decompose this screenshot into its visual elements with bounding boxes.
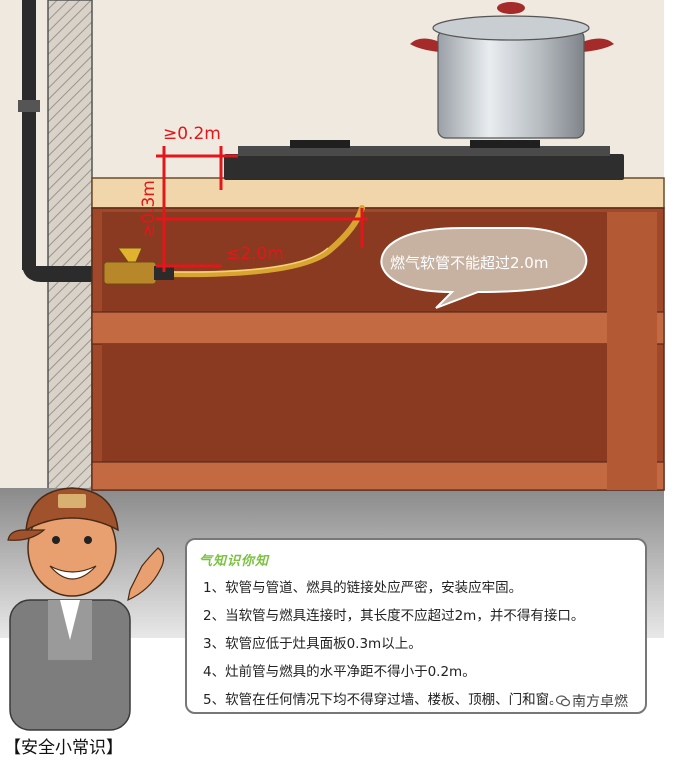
- cabinet-bottom-shelf: [91, 461, 665, 491]
- valve-body: [103, 261, 157, 285]
- pot-lid: [432, 15, 590, 41]
- stove-top: [238, 146, 610, 156]
- tip-item: 1、软管与管道、燃具的链接处应严密，安装应牢固。: [203, 580, 523, 596]
- worker-character: [7, 487, 165, 731]
- tip-item: 2、当软管与燃具连接时，其长度不应超过2m，并不得有接口。: [203, 608, 585, 624]
- cabinet-side-panel: [607, 212, 657, 490]
- watermark-text: 南方卓燃: [572, 694, 628, 710]
- tip-item: 4、灶前管与燃具的水平净距不得小于0.2m。: [203, 664, 476, 680]
- label-width-min: ≥0.2m: [163, 124, 221, 144]
- right-wall: [664, 0, 694, 495]
- tip-item: 3、软管应低于灶具面板0.3m以上。: [203, 636, 422, 652]
- speech-bubble-text: 燃气软管不能超过2.0m: [390, 254, 549, 272]
- pot-handle-left: [410, 38, 440, 52]
- burner-left: [290, 140, 350, 148]
- speech-bubble: [380, 227, 588, 309]
- tips-title: 气知识你知: [199, 554, 270, 569]
- burner-right: [470, 140, 540, 148]
- label-length-max: ≤2.0m: [226, 244, 284, 264]
- measurement-marks: [156, 146, 368, 272]
- gas-hose-highlight: [169, 247, 329, 273]
- wechat-icon: [556, 695, 570, 707]
- cabinet-shelf: [91, 311, 665, 345]
- valve-handle: [117, 247, 143, 263]
- pot-handle-right: [582, 38, 614, 52]
- wall-column: [47, 0, 93, 496]
- pot-body: [437, 29, 585, 139]
- cabinet-lower-interior: [102, 344, 607, 462]
- stove-body: [224, 154, 624, 180]
- gas-hose: [167, 205, 365, 278]
- label-height-min: ≥0.3m: [139, 180, 159, 238]
- safety-tips-box: 气知识你知 1、软管与管道、燃具的链接处应严密，安装应牢固。 2、当软管与燃具连…: [185, 538, 647, 714]
- pot-lid-knob: [497, 2, 525, 14]
- pipe-clamp: [18, 100, 40, 112]
- gas-pipe-vertical: [22, 0, 36, 270]
- footer-title: 【安全小常识】: [4, 738, 123, 758]
- hose-connector: [154, 266, 174, 280]
- watermark: 南方卓燃: [553, 690, 631, 712]
- countertop: [91, 177, 665, 209]
- tip-item: 5、软管在任何情况下均不得穿过墙、楼板、顶棚、门和窗。: [203, 692, 563, 708]
